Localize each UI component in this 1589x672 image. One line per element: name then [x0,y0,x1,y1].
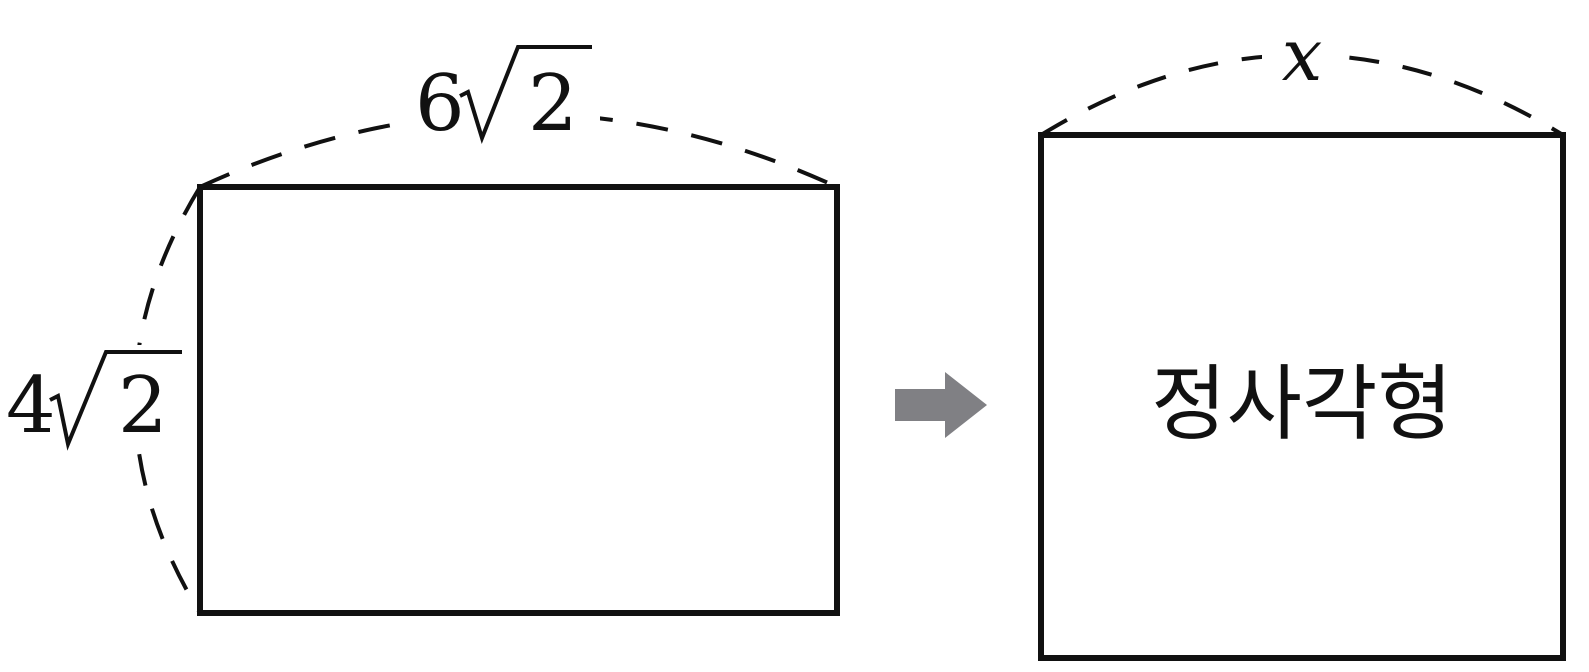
square-name-label: 정사각형 [1151,357,1453,452]
height-radical-sign [49,350,182,451]
rectangle-width-brace [199,111,838,189]
width-radicand: 2 [528,59,578,149]
width-coefficient: 6 [415,59,465,149]
rectangle-width-label: 6 2 [400,45,600,150]
rectangle-shape [197,184,840,616]
transform-arrow [895,372,987,438]
square-side-label: x [1262,13,1342,97]
square-side-variable: x [1282,13,1323,97]
square-shape [1038,132,1566,661]
height-coefficient: 4 [6,361,56,451]
rectangle-height-label: 4 2 [4,345,184,451]
width-radical-sign [459,45,592,145]
height-radicand: 2 [118,361,168,451]
